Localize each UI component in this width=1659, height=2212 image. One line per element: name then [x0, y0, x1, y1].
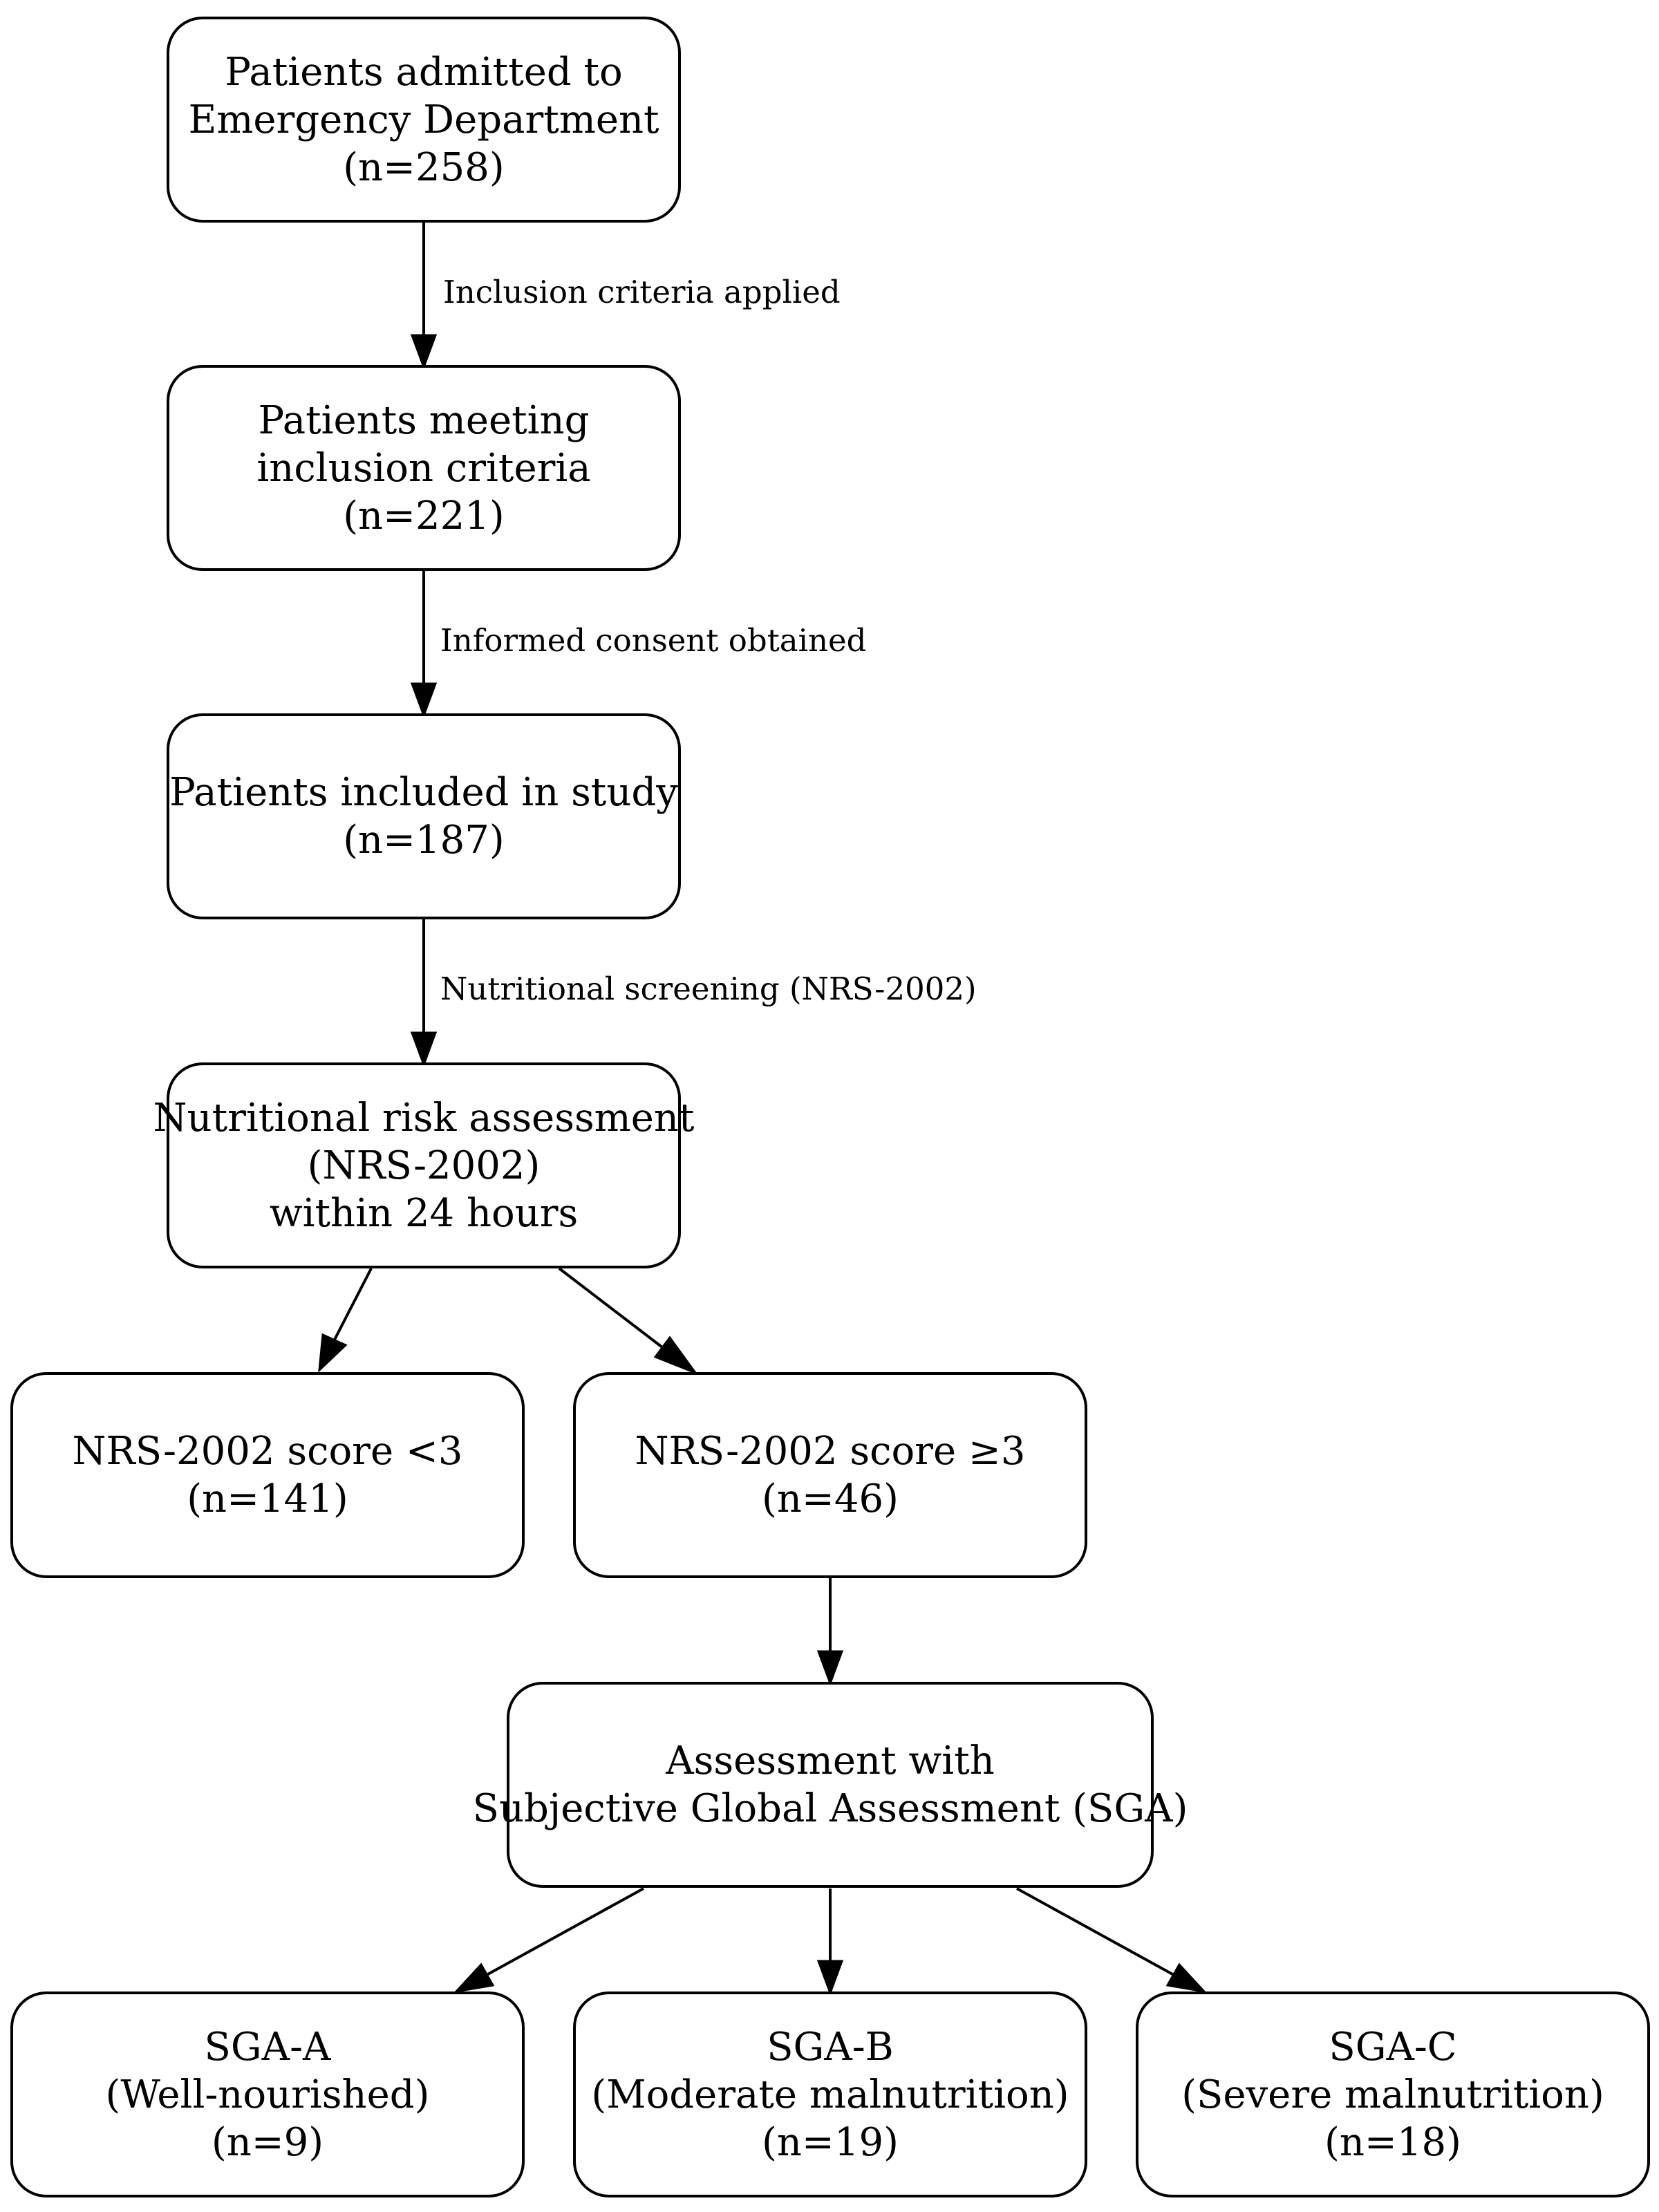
node-patients-included: Patients included in study (n=187): [167, 713, 681, 919]
node-text-line: SGA-C: [1329, 2024, 1457, 2070]
node-text-line: Patients meeting: [258, 397, 590, 443]
node-text-line: (n=141): [187, 1477, 348, 1521]
node-text-line: (NRS-2002): [307, 1143, 541, 1188]
node-text-line: Patients admitted to: [225, 49, 623, 95]
node-text-line: Emergency Department: [188, 97, 659, 142]
arrowhead-included: [410, 682, 438, 719]
node-sga-a: SGA-A (Well-nourished) (n=9): [10, 1991, 525, 2197]
node-sga-assessment: Assessment with Subjective Global Assess…: [473, 1682, 1188, 1888]
edge-label-inclusion-criteria: Inclusion criteria applied: [443, 274, 841, 310]
arrowhead-sga-c: [1165, 1962, 1208, 1994]
arrowhead-high: [653, 1335, 699, 1376]
arrow-sga-to-c: [1016, 1887, 1174, 1976]
node-text-line: (Well-nourished): [105, 2072, 430, 2117]
arrowhead-sga-a: [453, 1962, 495, 1994]
node-text-line: (n=19): [762, 2119, 899, 2165]
node-text-line: Nutritional risk assessment: [153, 1095, 695, 1141]
node-sga-b: SGA-B (Moderate malnutrition) (n=19): [573, 1991, 1087, 2197]
arrowhead-inclusion: [410, 334, 438, 371]
node-text-line: (Severe malnutrition): [1181, 2072, 1604, 2117]
node-text-line: Patients included in study: [169, 770, 678, 815]
arrowhead-sga: [816, 1650, 844, 1687]
node-text-line: Assessment with: [666, 1738, 995, 1783]
node-text-line: NRS-2002 score ≥3: [635, 1429, 1026, 1474]
node-text-line: Subjective Global Assessment (SGA): [472, 1786, 1188, 1831]
arrowhead-sga-b: [816, 1960, 844, 1996]
arrowhead-risk: [410, 1031, 438, 1068]
node-text-line: (n=221): [343, 493, 505, 538]
node-text-line: (n=9): [211, 2119, 324, 2165]
node-text-line: (Moderate malnutrition): [591, 2072, 1069, 2117]
node-nutritional-risk-assessment: Nutritional risk assessment (NRS-2002) w…: [153, 1062, 695, 1268]
node-patients-admitted: Patients admitted to Emergency Departmen…: [167, 17, 681, 223]
arrow-sga-to-a: [486, 1887, 644, 1976]
node-nrs-score-low: NRS-2002 score <3 (n=141): [10, 1372, 525, 1578]
node-nrs-score-high: NRS-2002 score ≥3 (n=46): [573, 1372, 1087, 1578]
node-text-line: within 24 hours: [269, 1190, 579, 1236]
node-text-line: (n=187): [343, 818, 505, 863]
node-text-line: NRS-2002 score <3: [72, 1429, 463, 1474]
node-text-line: inclusion criteria: [256, 445, 591, 491]
node-patients-meeting-criteria: Patients meeting inclusion criteria (n=2…: [167, 365, 681, 571]
node-text-line: SGA-B: [767, 2024, 894, 2070]
edge-label-nutritional-screening: Nutritional screening (NRS-2002): [440, 971, 977, 1007]
node-text-line: SGA-A: [204, 2024, 331, 2070]
node-sga-c: SGA-C (Severe malnutrition) (n=18): [1136, 1991, 1650, 2197]
arrow-risk-to-high: [558, 1267, 664, 1349]
node-text-line: (n=18): [1324, 2119, 1461, 2165]
node-text-line: (n=46): [762, 1477, 899, 1521]
arrowhead-low: [318, 1333, 348, 1373]
node-text-line: (n=258): [343, 144, 505, 190]
arrow-risk-to-low: [333, 1268, 373, 1340]
edge-label-informed-consent: Informed consent obtained: [440, 622, 867, 659]
